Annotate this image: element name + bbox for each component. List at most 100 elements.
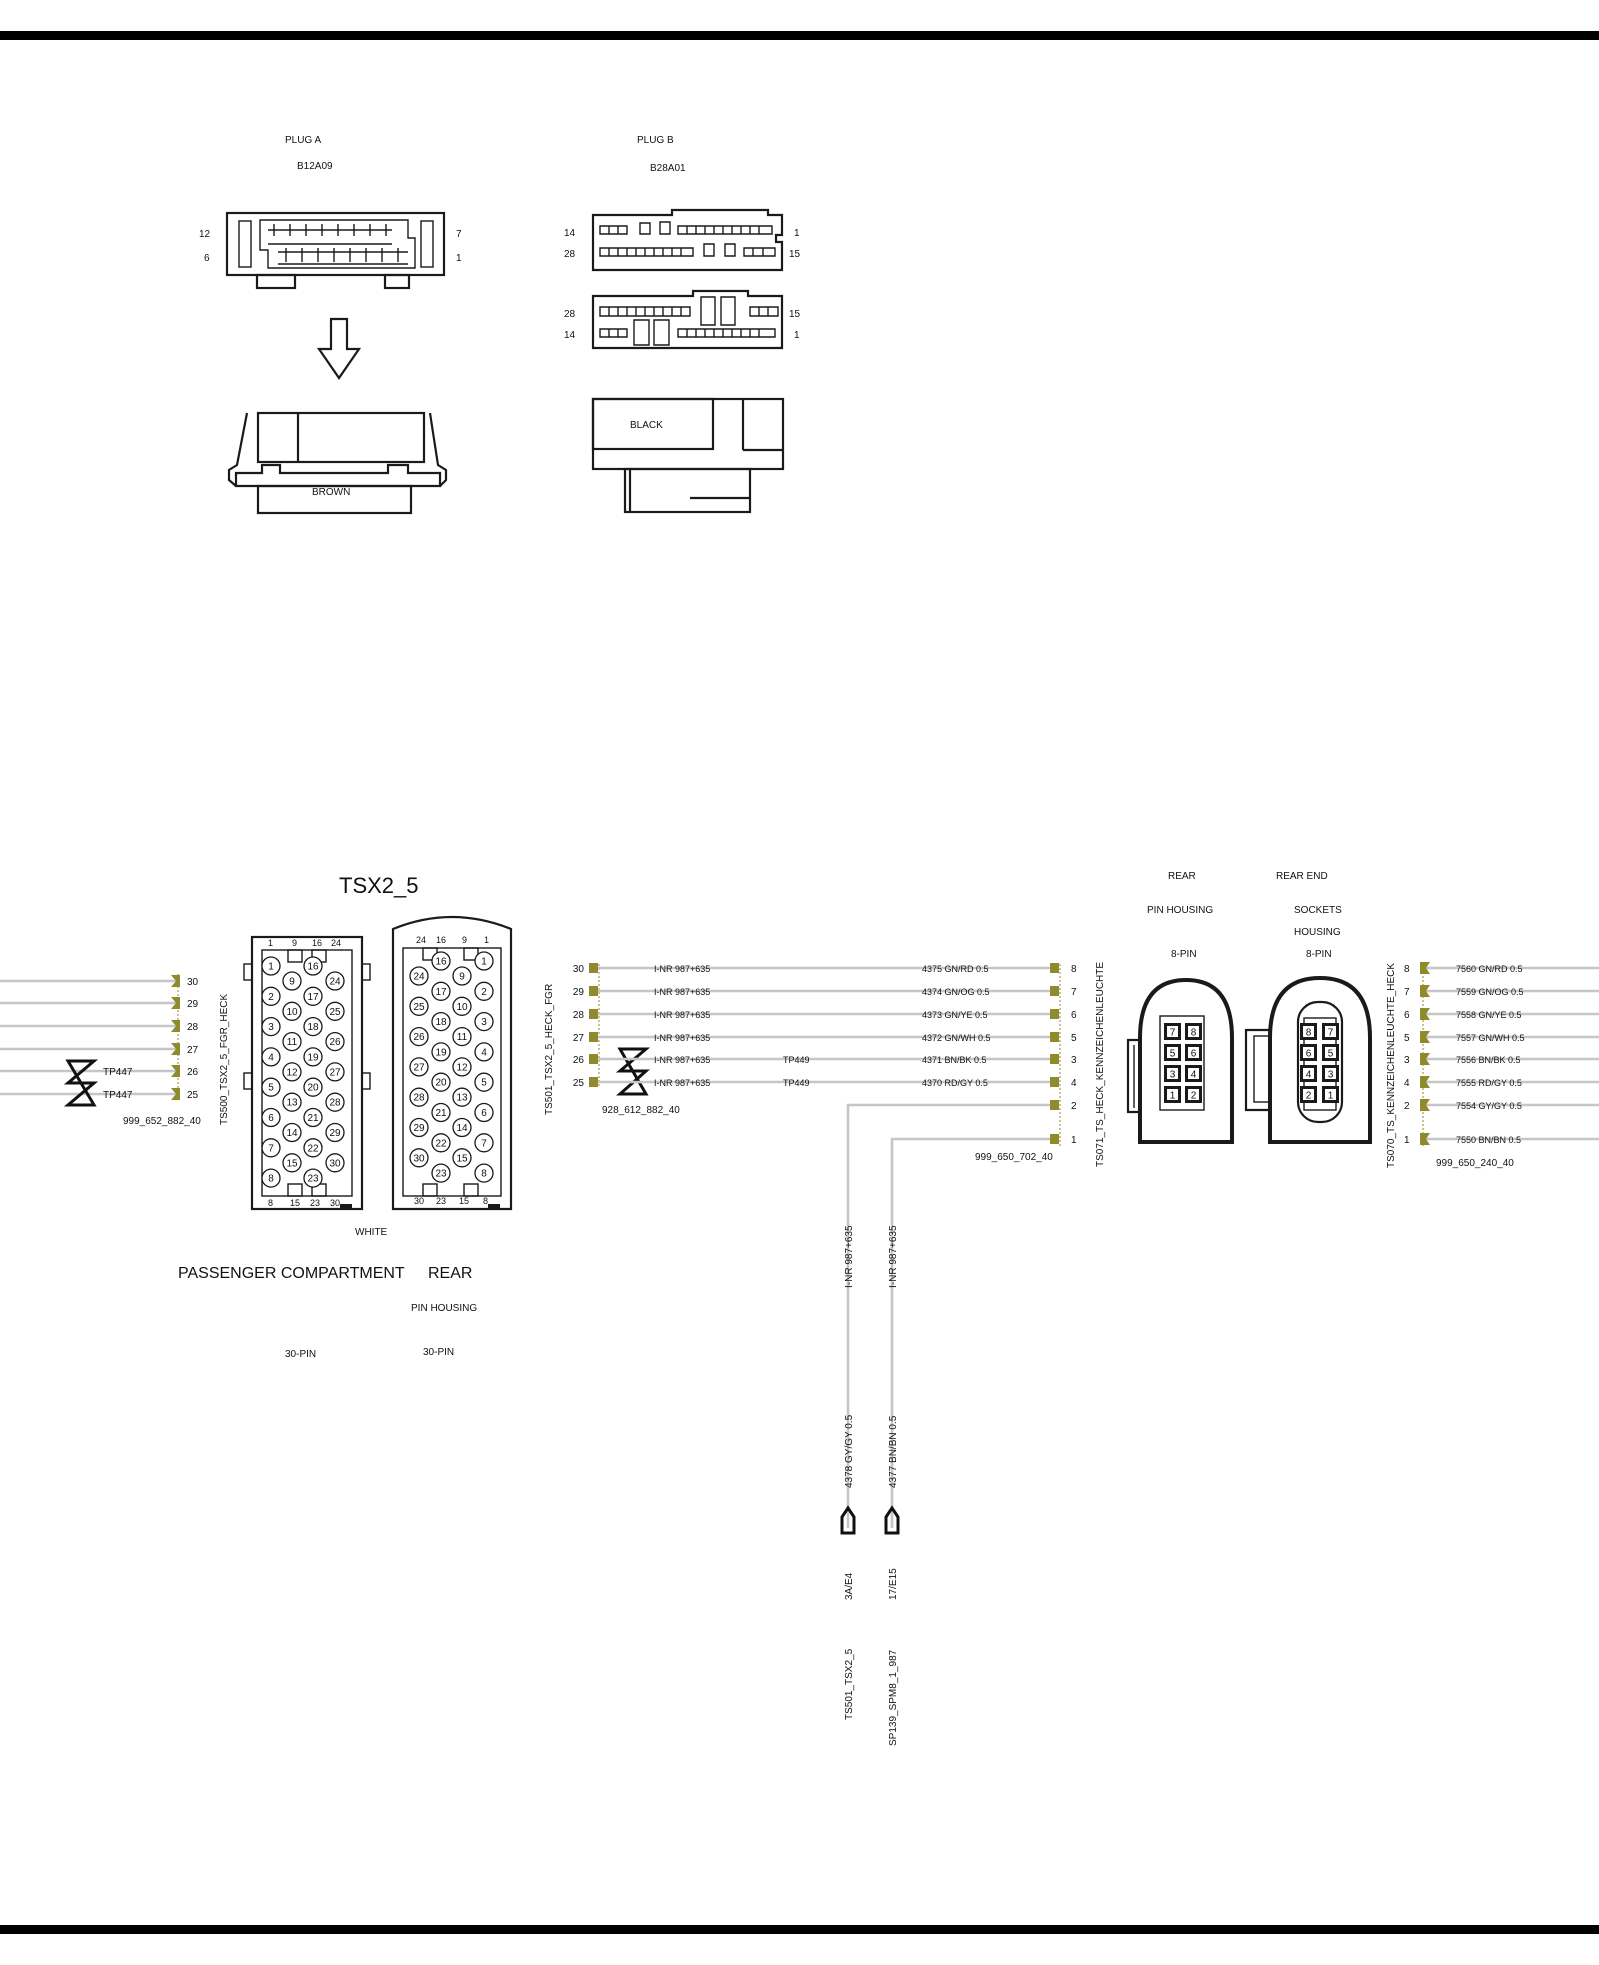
wire-label: 4371 BN/BK 0.5 [922, 1055, 987, 1065]
tsx-pin [474, 1102, 494, 1123]
rear-end-label-1: REAR END [1276, 871, 1328, 882]
wire-label: 4373 GN/YE 0.5 [922, 1010, 988, 1020]
tsx-pin [261, 1107, 281, 1128]
right-bundle: TS070_TS_KENNZEICHENLEUCHTE_HECK 999_650… [1386, 962, 1599, 1169]
wire-label: 7554 GY/GY 0.5 [1456, 1101, 1522, 1111]
rear-end-label-2: SOCKETS [1294, 905, 1342, 916]
pin-label: 3 [1404, 1055, 1410, 1066]
housing-pin-number: 4 [1191, 1070, 1197, 1081]
wire-end-icon [840, 1505, 856, 1535]
terminal [1420, 1008, 1430, 1020]
tsx-pin-number: 28 [329, 1098, 341, 1109]
plug-a-code: B12A09 [297, 161, 333, 172]
tsx-pin-number: 30 [413, 1153, 425, 1164]
tsx-pin [282, 1001, 302, 1021]
pin-label: 6 [1071, 1010, 1077, 1021]
plug-a: PLUG A B12A09 12 6 7 1 BROWN [199, 135, 462, 515]
pin-num: 9 [462, 935, 467, 945]
tsx-right-housing: 2425262728293016171819202122239101112131… [391, 915, 513, 1211]
tsx-pin [282, 1122, 302, 1143]
plug-b-housing: BLACK [591, 397, 785, 514]
pin-label: 27 [187, 1045, 199, 1056]
wire-label: 7550 BN/BN 0.5 [1456, 1135, 1521, 1145]
tsx-pin-number: 25 [413, 1002, 425, 1013]
wire-label: 7555 RD/GY 0.5 [1456, 1078, 1522, 1088]
tsx-pin-number: 14 [286, 1128, 298, 1139]
pin-label: 4 [1404, 1078, 1410, 1089]
tsx-pin [325, 1001, 345, 1021]
mid-left-connector-label: TS501_TSX2_5_HECK_FGR [544, 984, 555, 1115]
tsx-pin [282, 1153, 302, 1173]
terminal [589, 963, 598, 973]
terminal [171, 975, 180, 987]
terminal [1420, 1099, 1430, 1111]
connector-label: TS500_TSX2_5_FGR_HECK [219, 993, 230, 1125]
tsx-pin-number: 11 [287, 1037, 298, 1048]
tsx-pin-number: 28 [413, 1093, 425, 1104]
tsx-pin-number: 15 [456, 1153, 468, 1164]
tsx-pin-number: 26 [413, 1032, 425, 1043]
plug-a-pin-tr: 7 [456, 229, 462, 240]
plug-a-housing: BROWN [227, 411, 448, 515]
tsx-pin-number: 21 [435, 1108, 447, 1119]
tsx-pin-number: 16 [435, 957, 447, 968]
wire-ref: I-NR 987+635 [654, 1010, 710, 1020]
wire-label: 4372 GN/WH 0.5 [922, 1033, 991, 1043]
pin-label: 4 [1071, 1078, 1077, 1089]
tsx-pin-number: 20 [307, 1083, 319, 1094]
tsx-pin [431, 951, 451, 971]
housing-pin-number: 7 [1328, 1028, 1334, 1039]
plug-a-arrow-icon [316, 317, 362, 380]
tsx-pin-number: 25 [329, 1007, 341, 1018]
pin-label: 25 [573, 1078, 585, 1089]
tsx-pin [261, 1168, 281, 1188]
pin-num: 30 [330, 1198, 340, 1208]
wire-ref: I-NR 987+635 [654, 1033, 710, 1043]
tsx-pin [431, 1042, 451, 1062]
tsx-pin-number: 3 [268, 1022, 274, 1033]
tsx-pin [282, 971, 302, 991]
tsx-pin-number: 17 [307, 992, 319, 1003]
tsx-pin [325, 971, 345, 991]
tsx-pin [452, 996, 472, 1016]
pin-num: 1 [484, 935, 489, 945]
housing-pin-number: 4 [1306, 1070, 1312, 1081]
vwire-dest: TS501_TSX2_5 [844, 1648, 855, 1720]
vwire-grid: 17/E15 [888, 1568, 899, 1600]
pin-label: 8 [1404, 964, 1410, 975]
plug-b-bot-pin-tl: 28 [564, 309, 576, 320]
plug-b-bot-pin-bl: 14 [564, 330, 576, 341]
pin-num: 15 [459, 1196, 469, 1206]
tsx-pin-number: 15 [286, 1158, 298, 1169]
right-part-number: 999_650_240_40 [1436, 1158, 1514, 1169]
tsx-pin [409, 1087, 429, 1107]
tsx-pin-number: 7 [268, 1143, 274, 1154]
terminal [1050, 1134, 1059, 1144]
tsx-pin [261, 1016, 281, 1037]
tsx-pin-number: 16 [307, 962, 319, 973]
plug-b-title: PLUG B [637, 135, 674, 146]
tsx-pin [325, 1062, 345, 1082]
pin-label: 7 [1404, 987, 1410, 998]
tsx-pin-number: 12 [456, 1062, 468, 1073]
tsx-pin [474, 1072, 494, 1092]
tsx-pin [409, 996, 429, 1016]
tsx-pin-number: 14 [456, 1123, 468, 1134]
tsx-pin-number: 23 [435, 1169, 447, 1180]
pin-label: 28 [187, 1022, 199, 1033]
tsx-pin [474, 981, 494, 1001]
tsx-pin-number: 9 [289, 977, 295, 988]
pin-label: 26 [187, 1067, 199, 1078]
tsx-pin [261, 1047, 281, 1067]
pin-label: 5 [1071, 1033, 1077, 1044]
tsx-pin [431, 1072, 451, 1092]
pin-num: 9 [292, 938, 297, 948]
terminal [589, 1009, 598, 1019]
wire-label: 4374 GN/OG 0.5 [922, 987, 990, 997]
wire-label: 7559 GN/OG 0.5 [1456, 987, 1524, 997]
tsx-pin-number: 8 [481, 1169, 487, 1180]
wire-ref: I-NR 987+635 [654, 1055, 710, 1065]
tsx-pin-number: 2 [268, 992, 274, 1003]
tsx-pin [452, 1057, 472, 1077]
